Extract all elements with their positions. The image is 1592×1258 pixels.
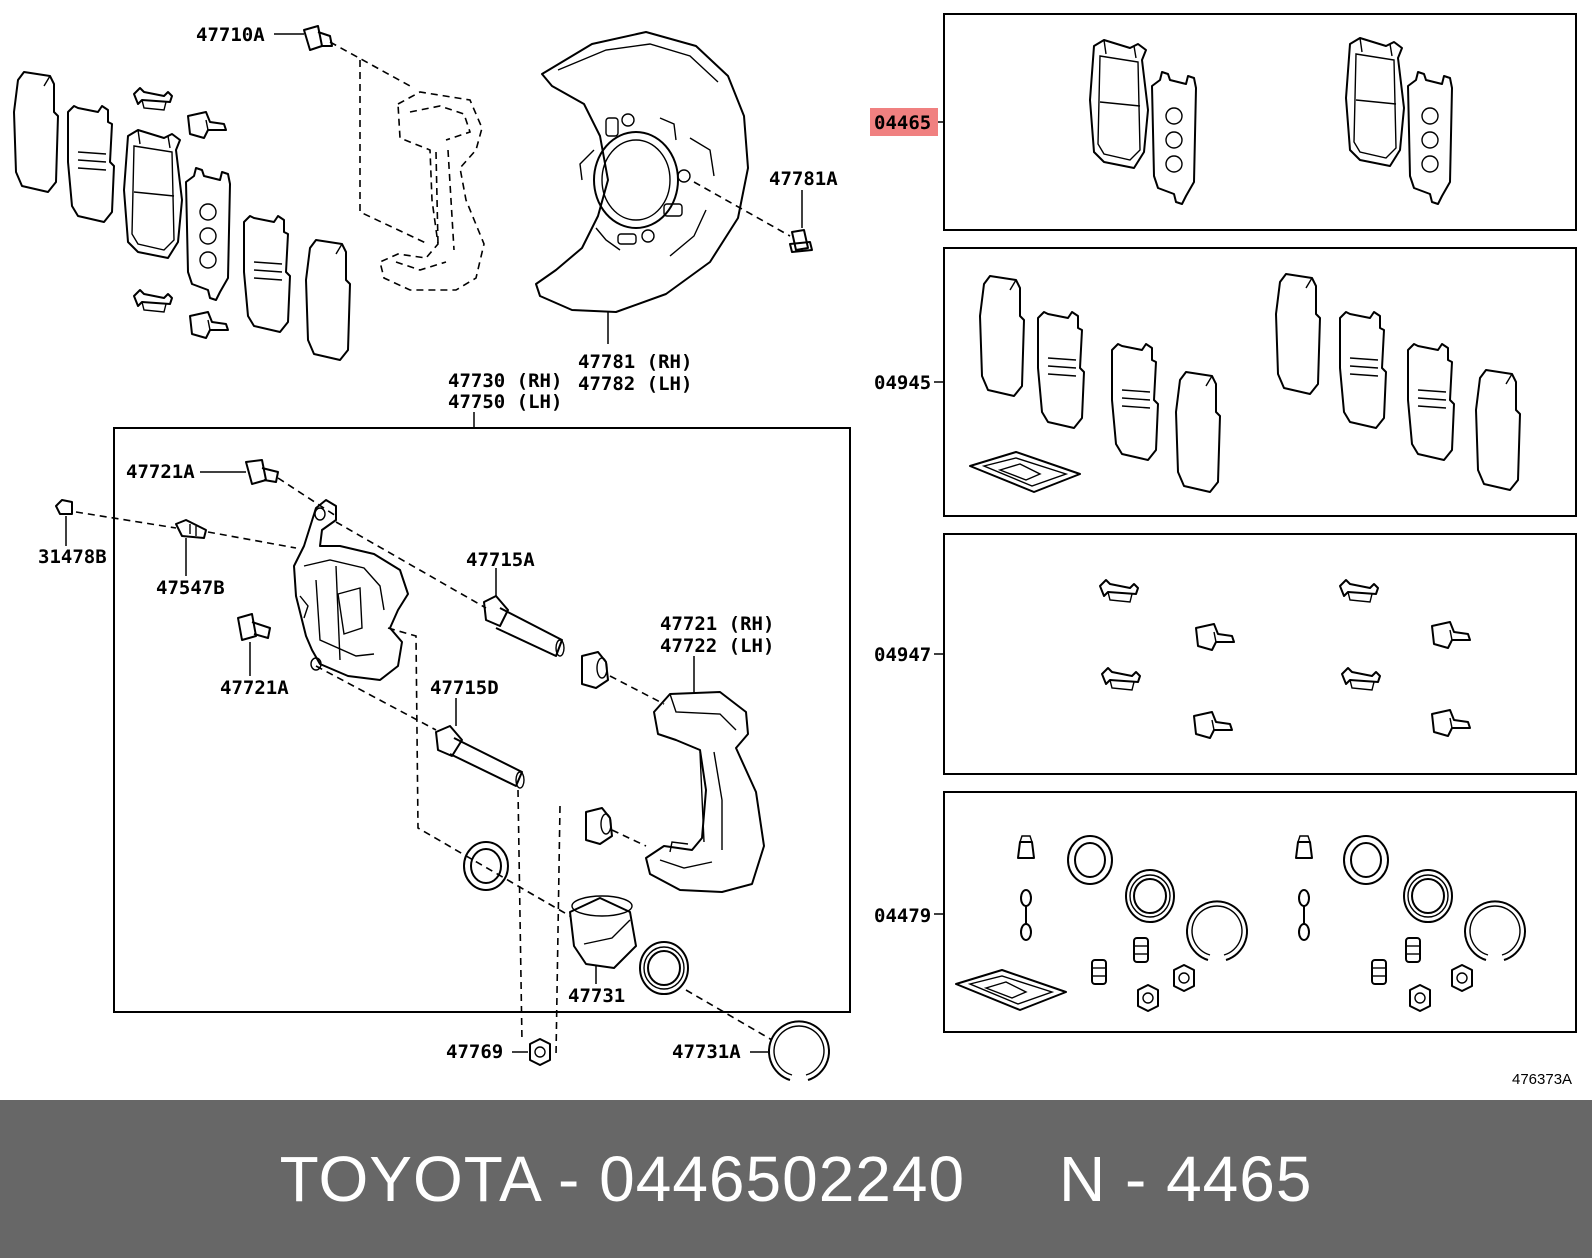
label-47781-rh: 47781 (RH) xyxy=(578,351,692,373)
brake-assembly-diagram: 47710A 47781A 47781 (RH) 47782 (LH) 4773… xyxy=(13,13,1577,1088)
slide-pin-47715A: 47715A xyxy=(466,549,565,657)
label-47781A: 47781A xyxy=(769,168,838,190)
kit-box-04479: 04479 xyxy=(874,791,1577,1033)
label-47731A: 47731A xyxy=(672,1041,741,1063)
slide-pin-47715D: 47715D xyxy=(430,677,561,1057)
part-number-caption: TOYOTA - 0446502240 N - 4465 xyxy=(279,1143,1313,1215)
caliper-body xyxy=(293,499,571,917)
piston-47731: 47731 xyxy=(568,895,637,1007)
label-04479: 04479 xyxy=(874,905,931,927)
caliper-bracket xyxy=(645,656,765,893)
label-47769: 47769 xyxy=(446,1041,503,1063)
label-47710A: 47710A xyxy=(196,24,265,46)
label-47722-lh: 47722 (LH) xyxy=(660,635,774,657)
kit-box-04947: 04947 xyxy=(874,533,1577,775)
piston-boot xyxy=(639,941,689,995)
bolt-47721A-top: 47721A xyxy=(126,459,337,517)
label-47731: 47731 xyxy=(568,985,625,1007)
highlight-04465 xyxy=(870,108,938,136)
label-47715A: 47715A xyxy=(466,549,535,571)
label-47715D: 47715D xyxy=(430,677,499,699)
label-47721A-top: 47721A xyxy=(126,461,195,483)
part-footer: TOYOTA - 0446502240 N - 4465 xyxy=(0,1100,1592,1258)
bolt-47721A-bottom: 47721A xyxy=(220,613,289,699)
kit-box-04465: 04465 xyxy=(870,13,1577,231)
label-47750-lh: 47750 (LH) xyxy=(448,391,562,413)
drawing-code: 476373A xyxy=(1512,1071,1572,1088)
bleeder-47547B: 47547B xyxy=(156,519,297,599)
label-47721-rh: 47721 (RH) xyxy=(660,613,774,635)
label-47721A-bottom: 47721A xyxy=(220,677,289,699)
kit-box-04945: 04945 xyxy=(874,247,1577,517)
label-47782-lh: 47782 (LH) xyxy=(578,373,692,395)
dust-shield xyxy=(535,31,791,344)
label-04947: 04947 xyxy=(874,644,931,666)
label-04465: 04465 xyxy=(874,112,931,134)
caliper-bracket-upper xyxy=(329,41,485,291)
label-04945: 04945 xyxy=(874,372,931,394)
label-47547B: 47547B xyxy=(156,577,225,599)
bolt-47781A: 47781A xyxy=(769,168,838,253)
bolt-47710A: 47710A xyxy=(196,24,333,51)
label-47730-rh: 47730 (RH) xyxy=(448,370,562,392)
piston-seal xyxy=(463,841,509,891)
label-31478B: 31478B xyxy=(38,546,107,568)
exploded-pad-set xyxy=(13,71,351,361)
caliper-assembly-frame xyxy=(113,427,851,1013)
parts-diagram: 47710A 47781A 47781 (RH) 47782 (LH) 4773… xyxy=(13,13,1577,1088)
cap-31478B: 31478B xyxy=(38,499,177,568)
